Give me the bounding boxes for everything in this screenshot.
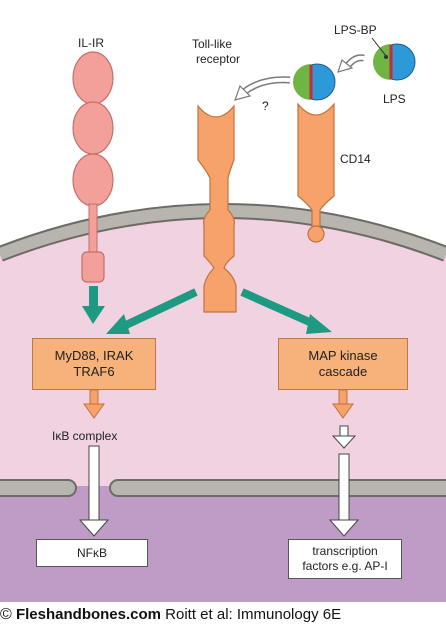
- teal-arrow-tlr-left: [106, 288, 198, 334]
- tf-line1: transcription: [312, 544, 378, 558]
- white-arrow-right-small: [331, 425, 357, 449]
- copyright-footer: © Fleshandbones.com Roitt et al: Immunol…: [0, 602, 446, 630]
- transcription-factors-box: transcription factors e.g. AP-I: [288, 539, 402, 579]
- question-label: ?: [262, 99, 269, 113]
- citation: Roitt et al: Immunology 6E: [165, 606, 342, 623]
- orange-arrow-left: [83, 389, 105, 419]
- map-kinase-line1: MAP kinase: [308, 348, 378, 363]
- nfkb-box: NFκB: [36, 539, 148, 567]
- myd88-box-line2: TRAF6: [73, 364, 115, 379]
- teal-arrow-tlr-right: [240, 288, 332, 334]
- orange-arrow-right: [332, 389, 354, 419]
- map-kinase-line2: cascade: [318, 364, 368, 379]
- lps-with-lpsbp: [373, 43, 416, 81]
- ikb-label: IκB complex: [52, 429, 118, 443]
- white-arrow-left-long: [78, 445, 110, 537]
- toll-like-receptor: [197, 104, 237, 313]
- lps-label: LPS: [383, 92, 406, 106]
- nuclear-membrane-right: [109, 479, 446, 497]
- arrow-lps-to-cd14: [337, 54, 365, 73]
- myd88-box: MyD88, IRAK TRAF6: [32, 338, 156, 390]
- map-kinase-box: MAP kinase cascade: [278, 338, 408, 390]
- il1r-label: IL-IR: [78, 36, 105, 50]
- site-name: Fleshandbones.com: [15, 606, 161, 623]
- copyright-symbol: ©: [0, 606, 12, 623]
- diagram-artwork: [0, 37, 446, 602]
- lpsbp-label: LPS-BP: [334, 23, 377, 37]
- tlr-label-line1: Toll-like: [192, 37, 233, 51]
- nuclear-membrane-left: [0, 479, 77, 497]
- lpsbp-pointer: [371, 37, 387, 57]
- cd14-receptor: [297, 102, 335, 243]
- tf-line2: factors e.g. AP-I: [302, 559, 388, 573]
- lps-on-cd14: [293, 63, 336, 101]
- nfkb-label: NFκB: [77, 545, 107, 560]
- cd14-label: CD14: [340, 152, 371, 166]
- tlr-label-line2: receptor: [196, 52, 241, 66]
- il1r-receptor: [72, 51, 114, 283]
- teal-arrow-il1r: [82, 286, 105, 324]
- white-arrow-right-long: [328, 453, 360, 537]
- myd88-box-line1: MyD88, IRAK: [54, 348, 134, 363]
- arrow-cd14-to-tlr: [234, 76, 291, 101]
